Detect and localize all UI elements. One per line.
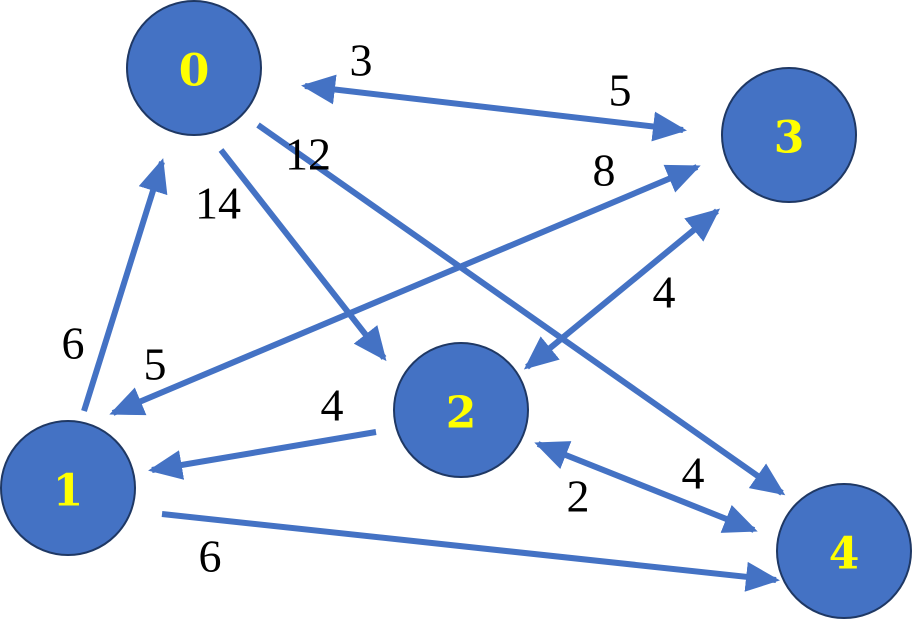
node-3: 3	[721, 67, 857, 203]
weight-label-0-to-2: 14	[195, 178, 241, 229]
edge-weights-layer: 3 5 12 14 8 5 6 4 4 2 4 6	[62, 35, 705, 582]
edge-3-2	[523, 208, 721, 370]
weight-label-2-to-1: 4	[321, 380, 344, 431]
node-3-label: 3	[774, 113, 805, 164]
node-2: 2	[393, 342, 529, 478]
edge-0-3	[301, 74, 687, 142]
weight-label-1-to-0: 6	[62, 318, 85, 369]
weight-label-0-to-3-a: 3	[350, 35, 373, 86]
node-0-label: 0	[179, 46, 210, 97]
weight-label-3-to-1-b: 5	[144, 339, 167, 390]
edge-0-2	[218, 148, 387, 362]
weight-label-0-to-3-b: 5	[609, 65, 632, 116]
edge-3-1	[109, 164, 701, 416]
edge-1-4	[161, 511, 780, 592]
node-4-label: 4	[829, 529, 860, 580]
weight-label-1-to-4: 6	[199, 531, 222, 582]
node-4: 4	[776, 483, 912, 619]
node-0: 0	[126, 0, 262, 136]
edge-1-0	[81, 158, 168, 412]
edges-layer	[81, 74, 786, 592]
weight-label-2-to-4-a: 2	[567, 471, 590, 522]
node-1: 1	[0, 420, 136, 556]
weight-label-0-to-4: 12	[285, 129, 331, 180]
weight-label-2-to-4-b: 4	[682, 448, 705, 499]
weight-label-3-to-2: 4	[653, 267, 676, 318]
edge-2-1	[148, 429, 377, 480]
weight-label-3-to-1-a: 8	[593, 145, 616, 196]
node-1-label: 1	[53, 466, 84, 517]
node-2-label: 2	[446, 388, 477, 439]
edge-2-4	[534, 441, 758, 533]
